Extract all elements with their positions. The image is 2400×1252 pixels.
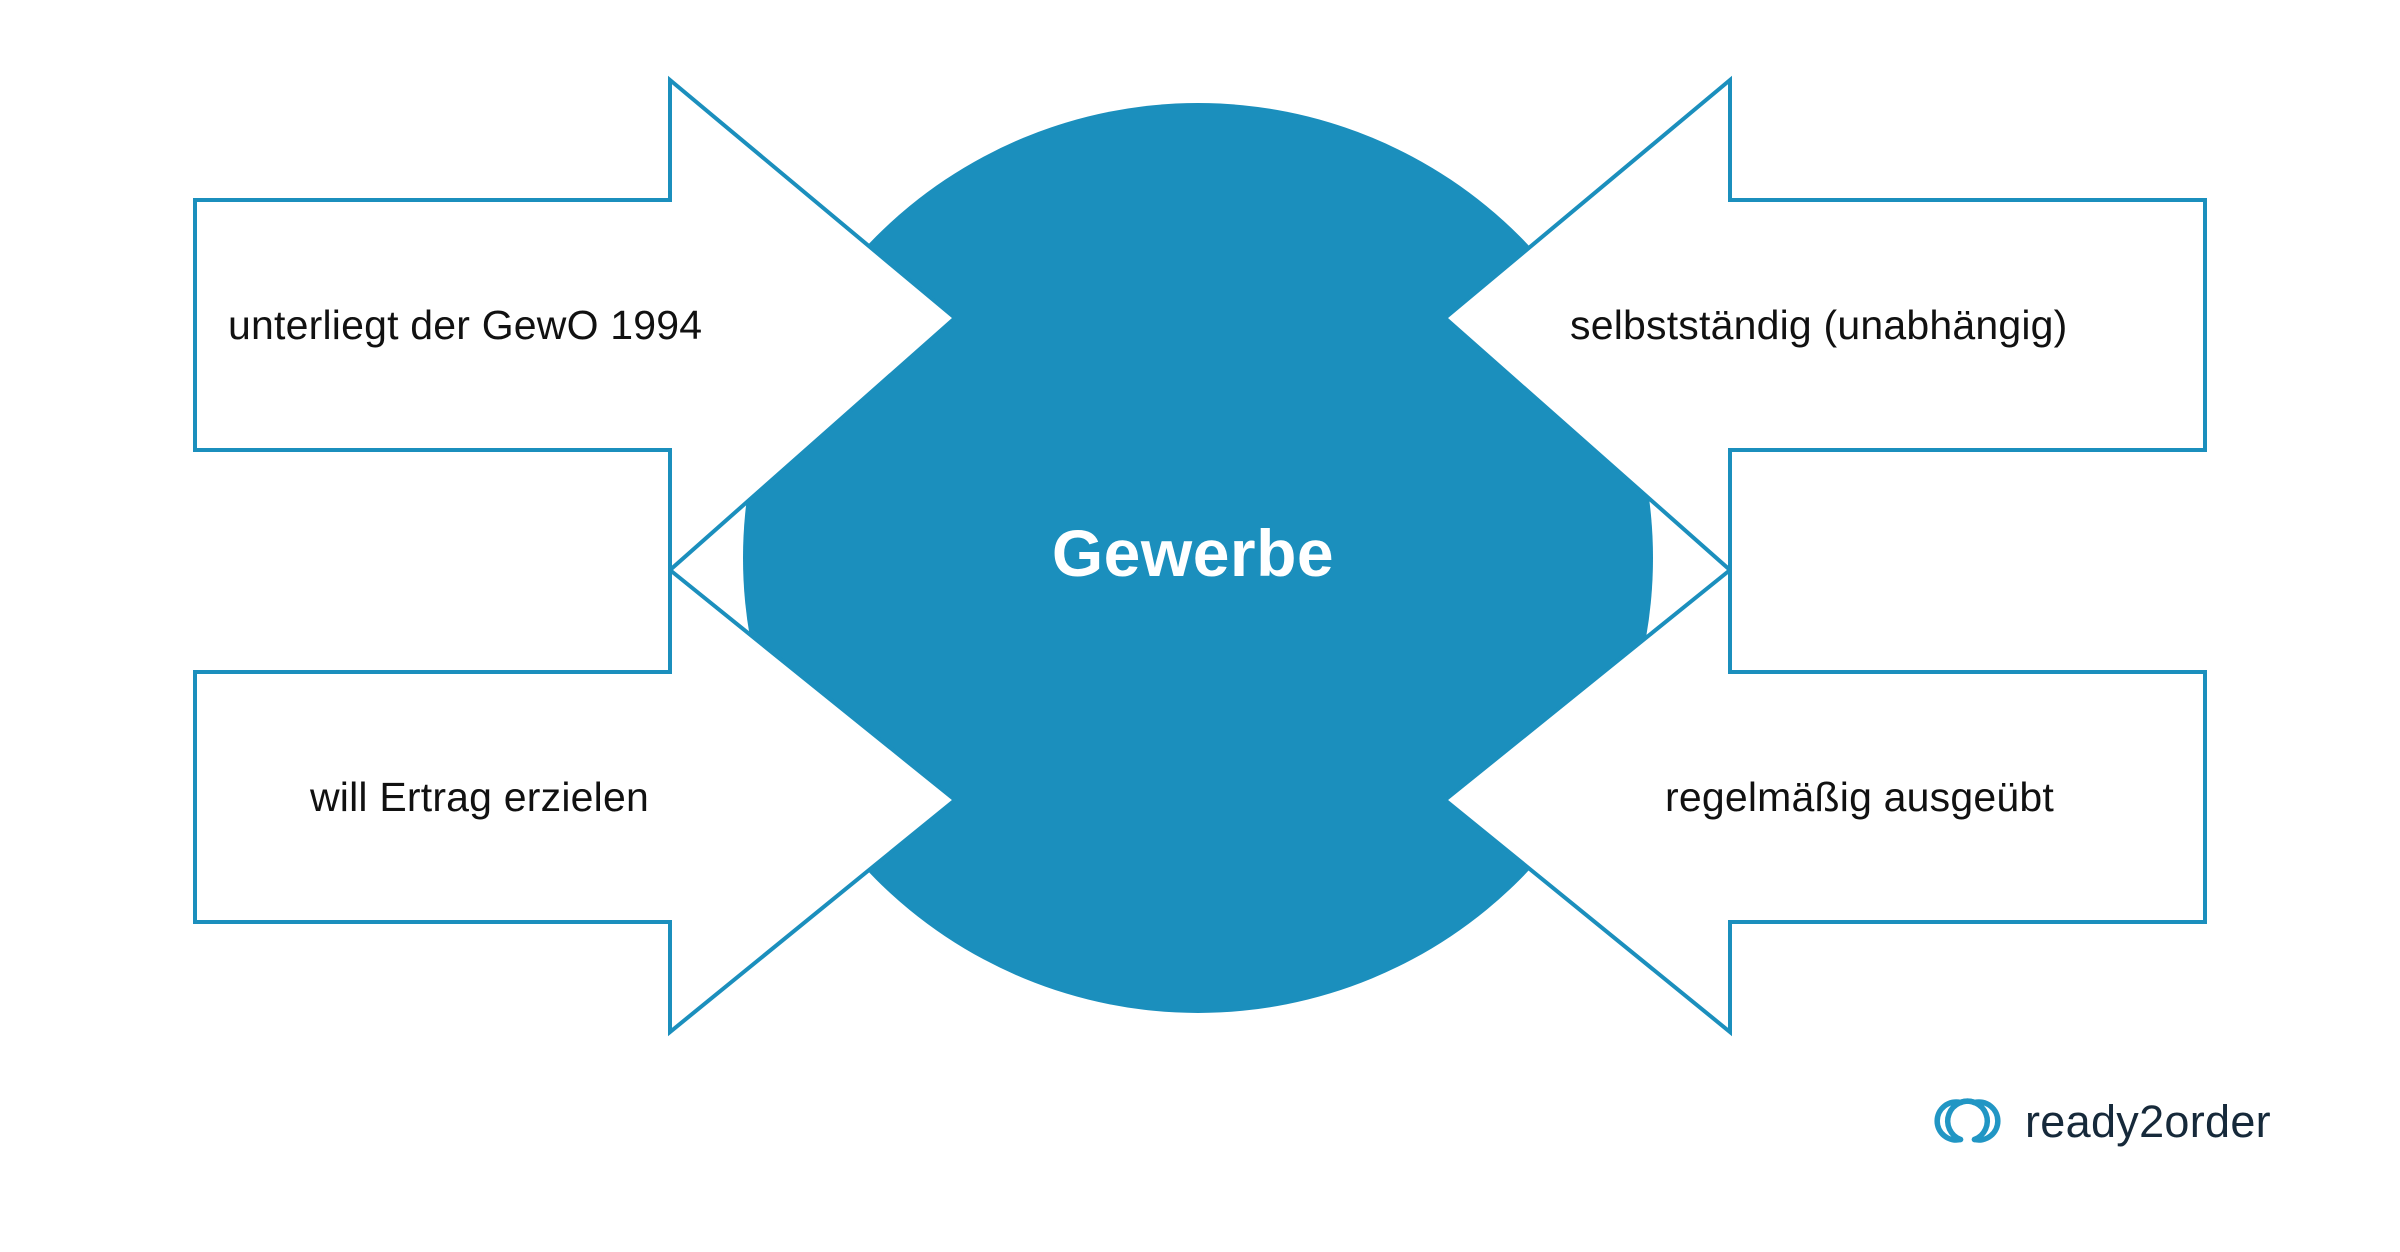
arrow-label-top-right: selbstständig (unabhängig) [1570, 302, 2068, 348]
arrow-top-right[interactable] [1441, 75, 2207, 575]
two-interlocking-rings-icon [1934, 1098, 2001, 1143]
arrow-label-bottom-right: regelmäßig ausgeübt [1665, 774, 2054, 820]
brand-name: ready2order [2025, 1095, 2271, 1147]
arrow-top-left[interactable] [193, 75, 959, 575]
brand-logo: ready2order [1930, 1095, 2271, 1147]
arrow-label-top-left: unterliegt der GewO 1994 [228, 302, 703, 348]
center-label: Gewerbe [1051, 516, 1335, 590]
center-circle [743, 103, 1653, 1013]
arrow-bottom-left[interactable] [193, 565, 959, 1037]
arrow-bottom-right[interactable] [1441, 565, 2207, 1037]
arrow-label-bottom-left: will Ertrag erzielen [310, 774, 649, 820]
